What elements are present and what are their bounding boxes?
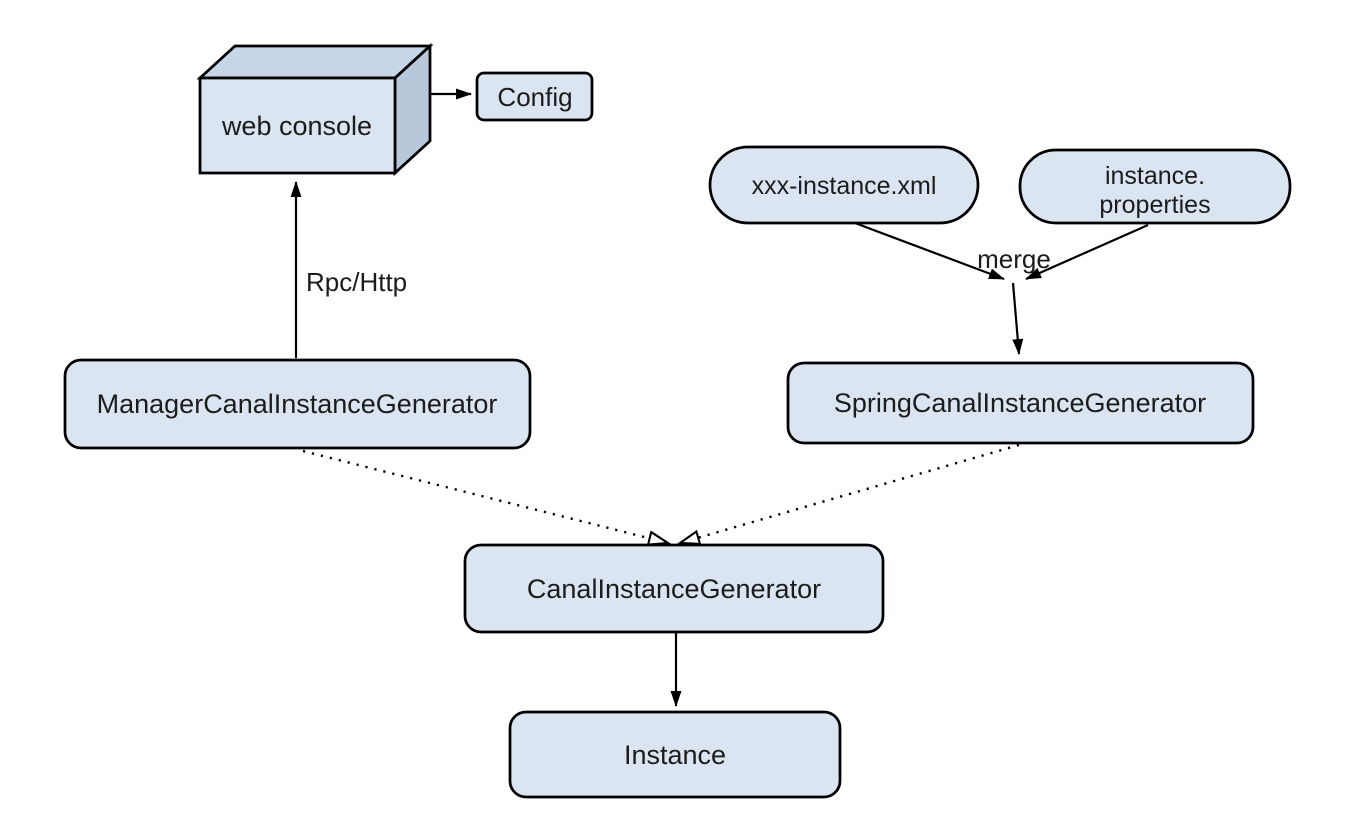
config-label: Config: [497, 82, 572, 112]
xxx-instance-xml-node: xxx-instance.xml: [708, 145, 980, 225]
properties-to-merge-arrow: [1025, 223, 1149, 281]
merge-label: merge: [977, 244, 1051, 274]
spring-generator-node: SpringCanalInstanceGenerator: [786, 361, 1255, 445]
instance-node: Instance: [508, 710, 842, 799]
web-console-label: web console: [221, 111, 372, 141]
xxx-instance-xml-pill: [708, 145, 980, 225]
manager-generator-box: [63, 358, 532, 450]
instance-label: Instance: [624, 740, 726, 770]
canal-generator-node: CanalInstanceGenerator: [463, 543, 885, 634]
config-box: [475, 71, 594, 122]
manager-generator-node: ManagerCanalInstanceGenerator: [63, 358, 532, 450]
xml-to-merge-arrow: [854, 221, 1005, 281]
merge-to-spring-arrow: [1011, 282, 1024, 355]
rpc-http-label: Rpc/Http: [306, 267, 407, 297]
manager-to-canal-realization-edge: [302, 449, 668, 543]
spring-to-canal-realization-edge: [680, 443, 1020, 543]
spring-generator-box: [786, 361, 1255, 445]
xxx-instance-xml-label: xxx-instance.xml: [752, 172, 937, 200]
web-console-node: web console: [196, 42, 434, 177]
canal-generator-label: CanalInstanceGenerator: [527, 574, 821, 604]
web-console-cube-top: [196, 44, 434, 80]
canal-generator-box: [463, 543, 885, 634]
instance-properties-label-line2: properties: [1099, 191, 1210, 219]
instance-properties-pill: [1018, 148, 1292, 225]
instance-properties-node: instance. properties: [1018, 148, 1292, 225]
instance-properties-label-line1: instance.: [1105, 162, 1205, 190]
spring-generator-label: SpringCanalInstanceGenerator: [834, 388, 1206, 418]
config-node: Config: [475, 71, 594, 122]
web-console-cube-front: [198, 76, 397, 175]
manager-generator-label: ManagerCanalInstanceGenerator: [97, 389, 498, 419]
instance-box: [508, 710, 842, 799]
